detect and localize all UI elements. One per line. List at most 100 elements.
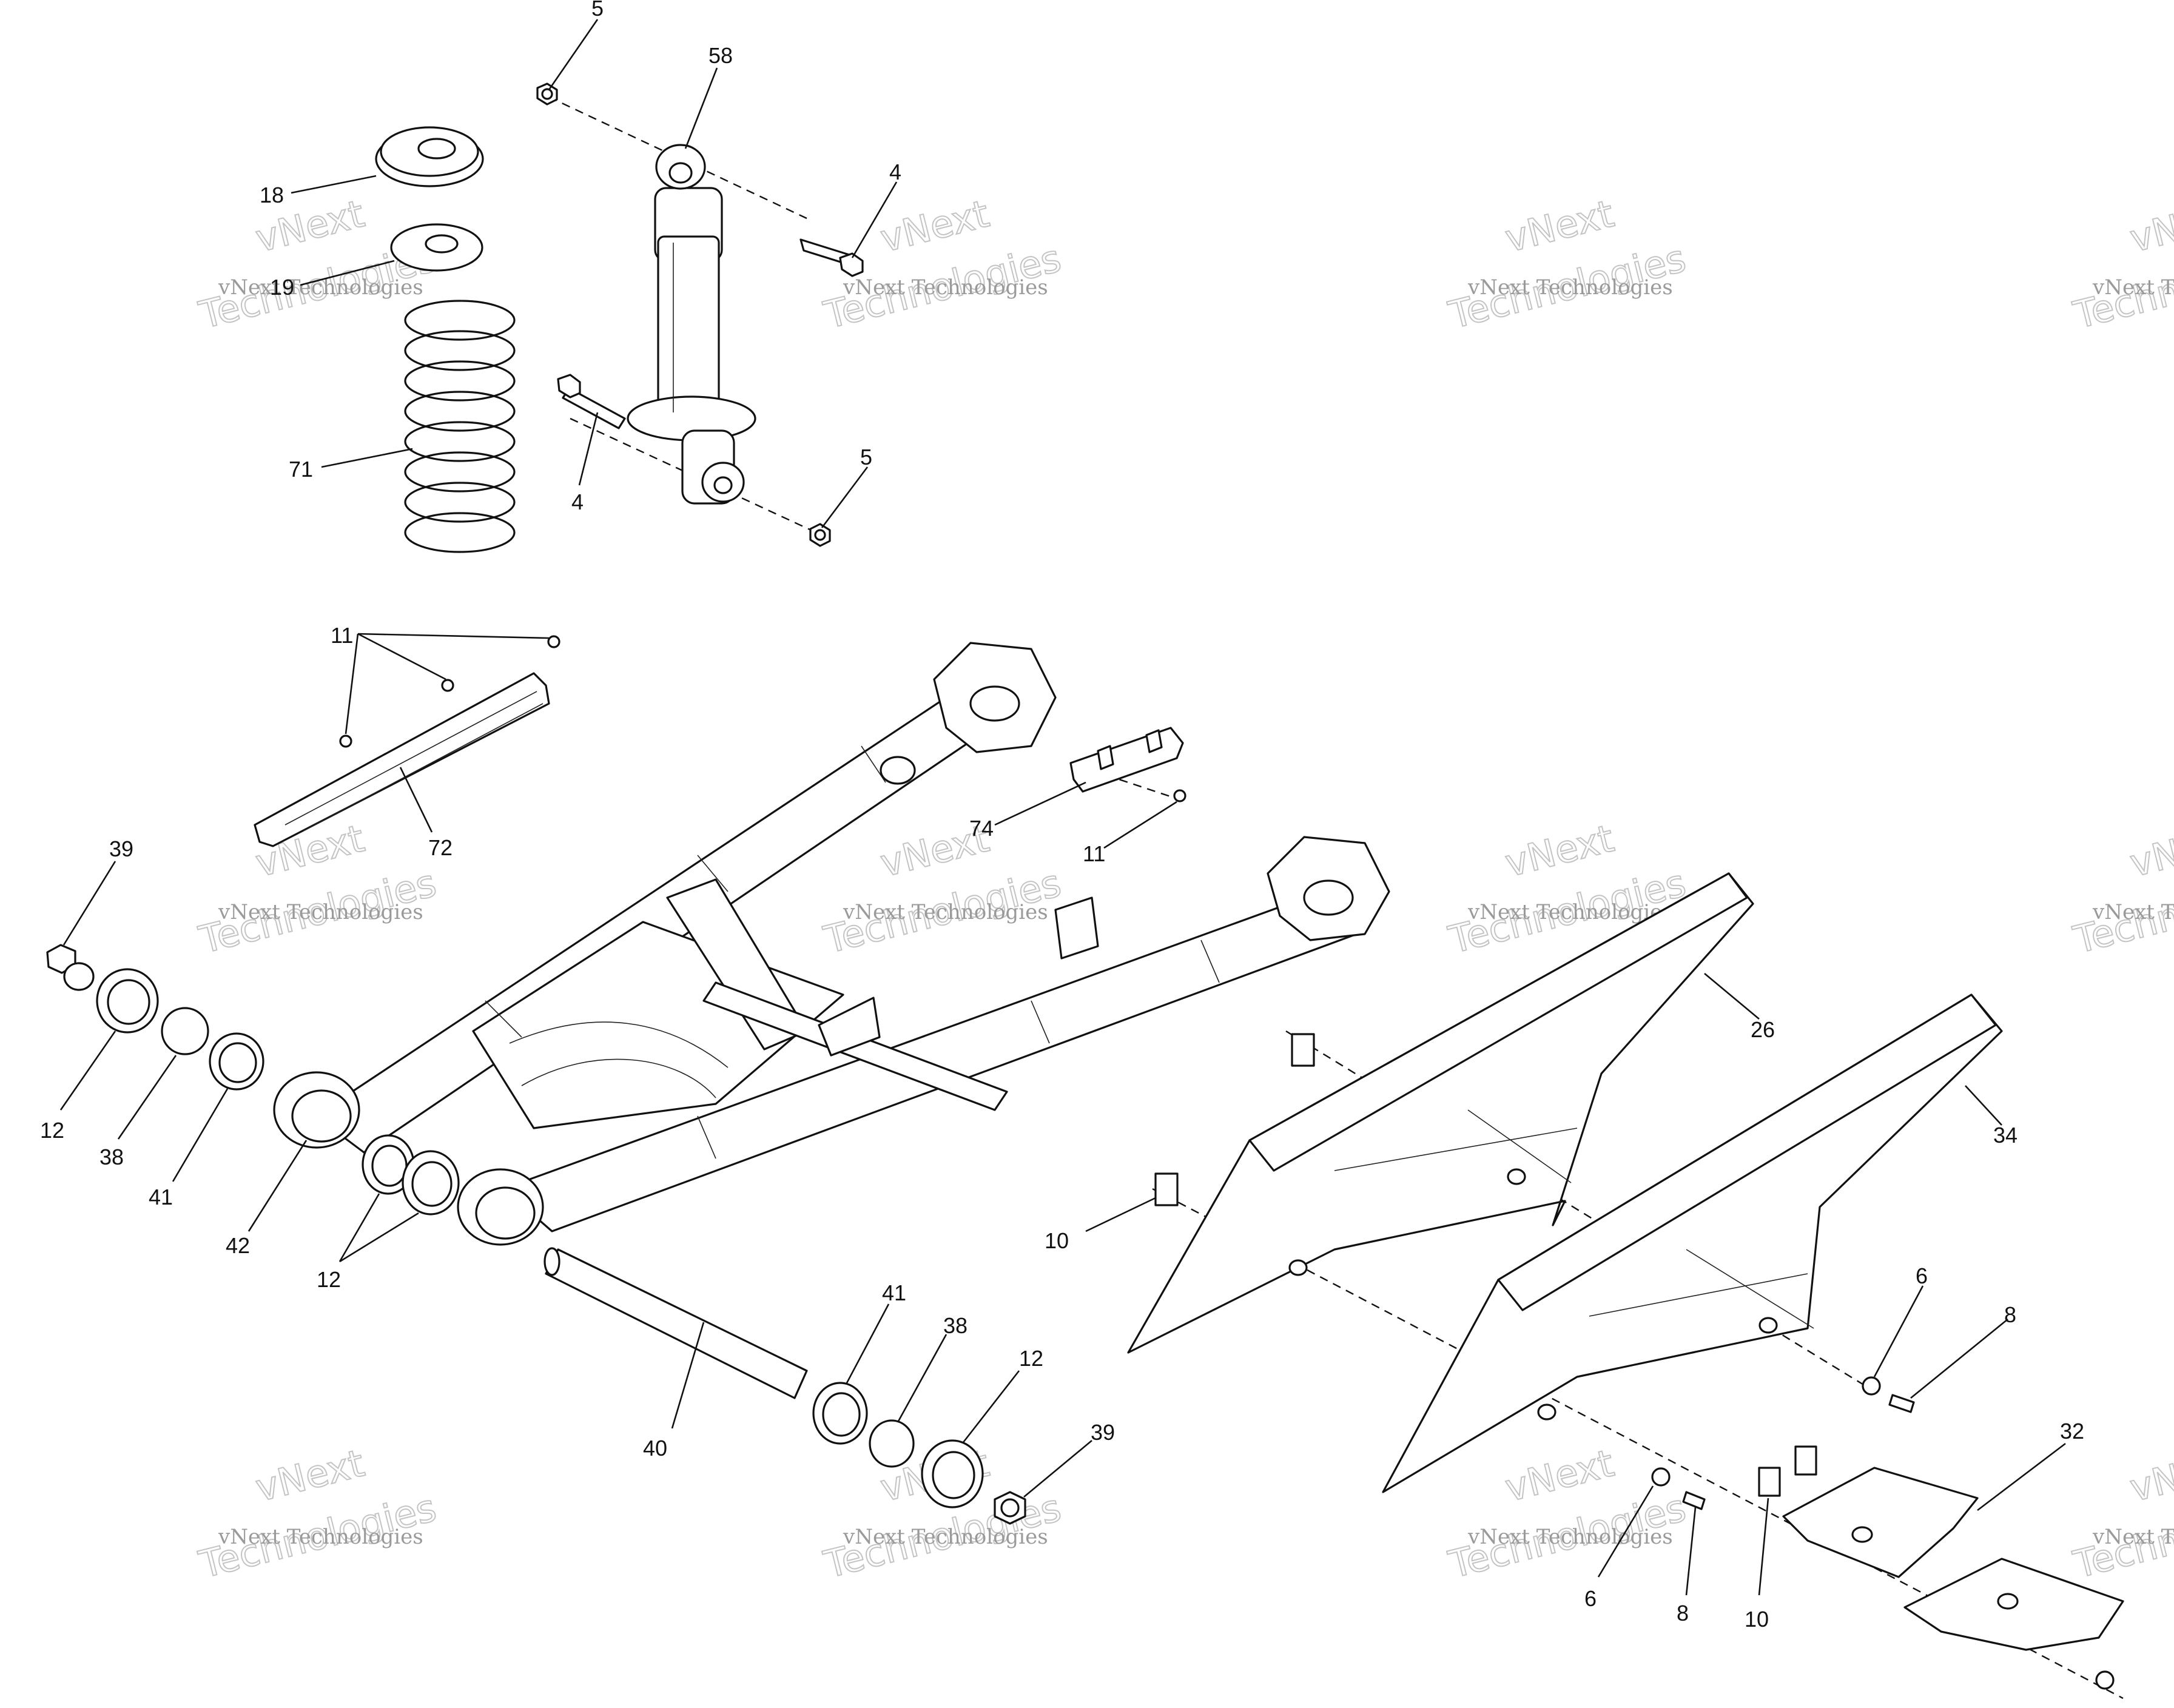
clip-10-a (1291, 1033, 1315, 1067)
callout-5: 5 (860, 445, 872, 469)
watermark: vNext Technologies vNext Technologies (2068, 815, 2174, 963)
callout-41: 41 (149, 1185, 173, 1209)
screw-11-a (339, 735, 352, 748)
swingarm (273, 642, 1390, 1246)
watermark: vNext Technologies vNext Technologies (194, 1440, 441, 1587)
watermark-top: vNext (2125, 1441, 2174, 1510)
callout-39: 39 (1091, 1420, 1115, 1445)
watermark-top: vNext (1501, 1441, 1618, 1510)
chain-guard-axis-lower (1152, 1188, 2124, 1700)
chain-guard-26 (1127, 872, 1754, 1354)
clip-10-b (1154, 1172, 1179, 1206)
watermark-small: vNext Technologies (2092, 275, 2174, 300)
bracket-a (818, 997, 881, 1057)
watermark-small: vNext Technologies (218, 1525, 423, 1549)
watermark: vNext Technologies vNext Technologies (194, 190, 441, 338)
pivot-parts-left (46, 944, 460, 1215)
callout-12: 12 (1019, 1346, 1043, 1371)
chain-slider-72 (254, 635, 560, 847)
callout-10: 10 (1045, 1228, 1069, 1253)
chain-guard-34-top (1497, 994, 1997, 1311)
callout-8: 8 (2004, 1302, 2016, 1327)
chain-guard-26-top (1248, 872, 1748, 1172)
callout-58: 58 (708, 43, 733, 68)
callout-4: 4 (571, 489, 584, 514)
callout-71: 71 (289, 457, 313, 482)
watermark-small: vNext Technologies (843, 900, 1048, 924)
callout-12: 12 (317, 1267, 341, 1292)
coil-spring-71 (404, 300, 516, 341)
watermark-top: vNext (2125, 816, 2174, 886)
chain-guide-32 (1782, 1467, 2124, 1651)
callout-74: 74 (969, 816, 994, 841)
callout-38: 38 (99, 1145, 124, 1169)
chain-guide-32-a (1782, 1467, 1979, 1578)
spring-assembly (375, 126, 516, 553)
spacer-38-a (161, 1007, 209, 1055)
callout-41: 41 (882, 1280, 906, 1305)
callout-12: 12 (40, 1118, 64, 1143)
shock-absorber (627, 144, 756, 505)
leader-lines (59, 19, 2066, 1596)
pivot-shaft-40 (545, 1248, 808, 1399)
watermark-small: vNext Technologies (843, 275, 1048, 300)
watermark-small: vNext Technologies (2092, 1525, 2174, 1549)
watermark-top: vNext (251, 1441, 368, 1510)
watermark: vNext Technologies vNext Technologies (819, 815, 1066, 963)
watermark-small: vNext Technologies (1467, 275, 1673, 300)
bolt-4-upper-head (839, 252, 864, 277)
screw-11-b (441, 679, 454, 692)
watermark: vNext Technologies vNext Technologies (194, 815, 441, 963)
washer-6-a (1862, 1376, 1881, 1396)
callout-10: 10 (1745, 1607, 1769, 1632)
callout-19: 19 (270, 275, 294, 300)
watermark: vNext Technologies vNext Technologies (1444, 1440, 1691, 1587)
slider-body (254, 672, 550, 847)
watermark: vNext Technologies vNext Technologies (2068, 190, 2174, 338)
clip-74 (1069, 727, 1186, 802)
callout-5: 5 (591, 0, 604, 21)
bolt-4-lower-head (557, 374, 581, 398)
callout-72: 72 (428, 835, 453, 860)
watermark-small: vNext Technologies (2092, 900, 2174, 924)
bracket-b (1054, 896, 1099, 960)
watermark-top: vNext (2125, 191, 2174, 261)
screw-11-d (1173, 789, 1186, 802)
watermark-top: vNext (1501, 191, 1618, 261)
spacer-38-b (869, 1419, 915, 1468)
screw-8-a (1888, 1394, 1915, 1413)
callout-4: 4 (889, 160, 901, 184)
callout-26: 26 (1751, 1017, 1775, 1042)
callout-labels: 5 58 4 18 19 71 4 5 11 72 74 11 39 12 38… (40, 0, 2084, 1632)
watermark-small: vNext Technologies (1467, 1525, 1673, 1549)
watermark-small: vNext Technologies (218, 900, 423, 924)
watermark: vNext Technologies vNext Technologies (2068, 1440, 2174, 1587)
callout-18: 18 (260, 183, 284, 207)
pivot-parts-right (544, 1247, 1026, 1525)
guard-fasteners (1154, 1033, 2115, 1690)
watermark-small: vNext Technologies (218, 275, 423, 300)
washer-6-c (2095, 1670, 2115, 1690)
callout-40: 40 (643, 1436, 667, 1461)
shock-body (657, 235, 720, 420)
fasteners-shock (536, 82, 864, 547)
callout-6: 6 (1584, 1586, 1597, 1611)
callout-8: 8 (1677, 1601, 1689, 1626)
screw-11-c (547, 635, 560, 648)
screw-8-b (1682, 1491, 1706, 1510)
washer-6-b (1651, 1467, 1671, 1487)
clip-10-c (1758, 1467, 1781, 1497)
chain-guard-34 (1382, 994, 2003, 1493)
shock-upper-eye-hole (668, 162, 693, 184)
stud (880, 756, 916, 785)
callout-11: 11 (331, 623, 353, 648)
callout-34: 34 (1993, 1123, 2018, 1148)
clip-10-d (1794, 1445, 1817, 1476)
callout-42: 42 (226, 1233, 250, 1258)
callout-11: 11 (1083, 841, 1105, 866)
watermark-top: vNext (1501, 816, 1618, 886)
watermark-top: vNext (876, 191, 993, 261)
shock-lower-eye-hole (713, 476, 733, 494)
